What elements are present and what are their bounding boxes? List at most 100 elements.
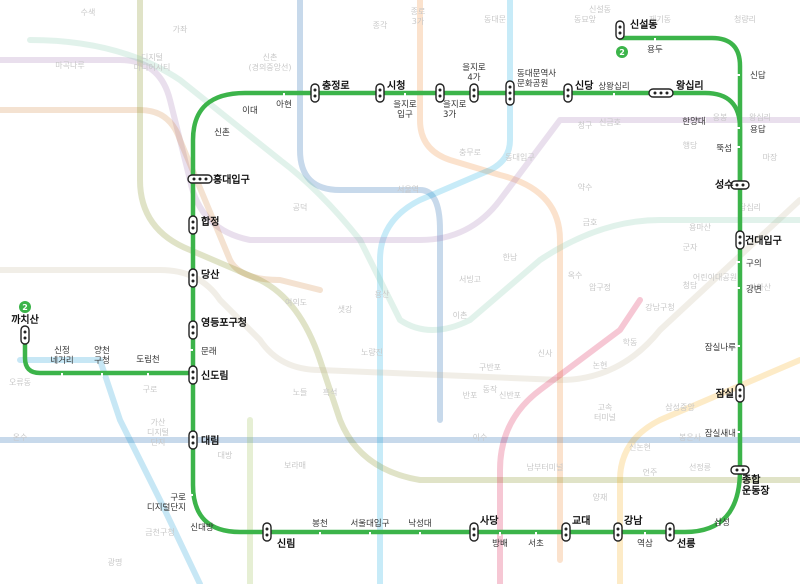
station-sillim-transfer-marker[interactable] (262, 522, 272, 542)
station-gangnam-marker-dot (616, 527, 620, 531)
bg-label-31: 금천구청 (145, 527, 174, 537)
station-hanyang-label: 한양대 (682, 116, 705, 127)
bg-label-10: 청량리 (734, 14, 756, 24)
station-wangsimni-marker-dot (665, 91, 669, 95)
station-sadang-transfer-marker[interactable] (469, 522, 479, 542)
station-daerim-marker-dot (191, 441, 195, 445)
station-chungjeongno-label: 충정로 (322, 79, 350, 92)
station-daerim-transfer-marker[interactable] (188, 430, 198, 450)
bg-label-40: 학동 (623, 337, 638, 347)
bg-line-shinbundang (497, 297, 643, 587)
station-jamsil-saenae-label: 잠실새내 (705, 428, 736, 439)
bg-label-42: 청담 (683, 280, 698, 290)
station-yeoksam-label: 역삼 (637, 538, 653, 549)
station-euljiro4-transfer-marker[interactable] (469, 83, 479, 103)
station-bongcheon-label: 봉천 (312, 518, 328, 529)
bg-label-37: 흑석 (323, 387, 338, 397)
station-euljiro4-marker-dot (472, 94, 476, 98)
station-konkuk-transfer-marker[interactable] (735, 230, 745, 250)
station-kkachisan-transfer-marker[interactable] (20, 325, 30, 345)
bg-label-35: 샛강 (338, 304, 353, 314)
station-hongdae-marker-dot (192, 177, 196, 181)
station-seongsu-label: 성수 (715, 178, 733, 191)
station-sillim-marker-dot (265, 527, 269, 531)
station-sicheong-label: 시청 (387, 79, 405, 92)
station-gangnam-marker-dot (616, 533, 620, 537)
station-sports-complex-marker-dot (741, 468, 745, 472)
bg-label-44: 봉은사 (679, 433, 702, 442)
station-sports-complex-transfer-marker[interactable] (730, 465, 750, 475)
bg-label-60: 마장 (763, 152, 778, 162)
station-bangbae-label: 방배 (492, 538, 508, 549)
station-jamsil-naru-label: 잠실나루 (705, 342, 736, 353)
bg-label-26: 동작 (483, 384, 498, 394)
station-hapjeong-label: 합정 (201, 215, 219, 228)
station-wangsimni-marker-dot (653, 91, 657, 95)
station-jamsil-marker-dot (738, 388, 742, 392)
station-sports-complex-marker-dot (735, 468, 739, 472)
station-sindang-transfer-marker[interactable] (563, 83, 573, 103)
station-daerim-label: 대림 (201, 434, 219, 447)
station-seongsu-transfer-marker[interactable] (730, 180, 750, 190)
station-seolleung-marker-dot (668, 533, 672, 537)
station-gangnam-label: 강남 (624, 514, 643, 527)
station-sindorim-marker-dot (191, 376, 195, 380)
station-sindorim-transfer-marker[interactable] (188, 365, 198, 385)
station-seolleung-transfer-marker[interactable] (665, 522, 675, 542)
station-sindaebang-label: 신대방 (190, 522, 214, 533)
station-dangsan-transfer-marker[interactable] (188, 268, 198, 288)
bg-label-29: 오류동 (9, 378, 31, 387)
bg-label-8: 동묘앞 (574, 14, 597, 24)
bg-line-3 (417, 0, 563, 563)
bg-label-21: 신사 (538, 349, 553, 358)
bg-label-41: 강남구청 (645, 302, 674, 312)
bg-label-49: 남부터미널 (527, 463, 564, 472)
station-sillim-marker-dot (265, 533, 269, 537)
station-sinseoldong-marker-dot (618, 25, 622, 29)
station-jamsil-transfer-marker[interactable] (735, 383, 745, 403)
station-sindang-marker-dot (566, 94, 570, 98)
bg-label-63: 군자 (683, 243, 698, 252)
station-sicheong-marker-dot (378, 88, 382, 92)
station-hapjeong-transfer-marker[interactable] (188, 215, 198, 235)
station-gyodae-transfer-marker[interactable] (561, 522, 571, 542)
bg-label-53: 충무로 (459, 148, 481, 157)
station-sicheong-transfer-marker[interactable] (375, 83, 385, 103)
station-snu-label: 서울대입구 (350, 519, 389, 529)
station-sinchon-label: 신촌 (214, 128, 230, 138)
bg-label-58: 응봉 (713, 113, 728, 122)
station-euljiro3-transfer-marker[interactable] (435, 83, 445, 103)
station-sinseoldong-transfer-marker[interactable] (615, 20, 625, 40)
bg-label-65: 아차산 (749, 282, 772, 292)
station-sadang-label: 사당 (480, 514, 499, 527)
station-ttukseom-label: 뚝섬 (716, 143, 732, 154)
bg-label-59: 왕십리 (749, 113, 771, 122)
station-yeongdeungpo-marker-dot (191, 325, 195, 329)
station-idae-label: 이대 (242, 105, 258, 116)
station-seocho-label: 서초 (528, 539, 544, 549)
station-ddp-marker-dot (508, 97, 512, 101)
station-yeongdeungpo-transfer-marker[interactable] (188, 320, 198, 340)
station-sangwangsimni-label: 상왕십리 (598, 81, 629, 92)
bg-line-bundang (617, 357, 800, 587)
station-yongdu-label: 용두 (647, 45, 663, 55)
station-kkachisan-marker-dot (23, 336, 27, 340)
station-chungjeongno-transfer-marker[interactable] (310, 83, 320, 103)
station-dangsan-marker-dot (191, 273, 195, 277)
line-2-badge-sinseoldong-number: 2 (619, 48, 625, 57)
station-ddp-marker-dot (508, 91, 512, 95)
station-konkuk-marker-dot (738, 241, 742, 245)
station-gyodae-marker-dot (564, 533, 568, 537)
bg-label-6: 종각 (373, 20, 388, 30)
station-hapjeong-marker-dot (191, 220, 195, 224)
station-gangnam-transfer-marker[interactable] (613, 522, 623, 542)
bg-label-7: 동대문 (484, 15, 506, 24)
bg-label-51: 금호 (583, 218, 598, 227)
bg-label-28: 구로 (143, 385, 158, 394)
station-sindang-marker-dot (566, 88, 570, 92)
